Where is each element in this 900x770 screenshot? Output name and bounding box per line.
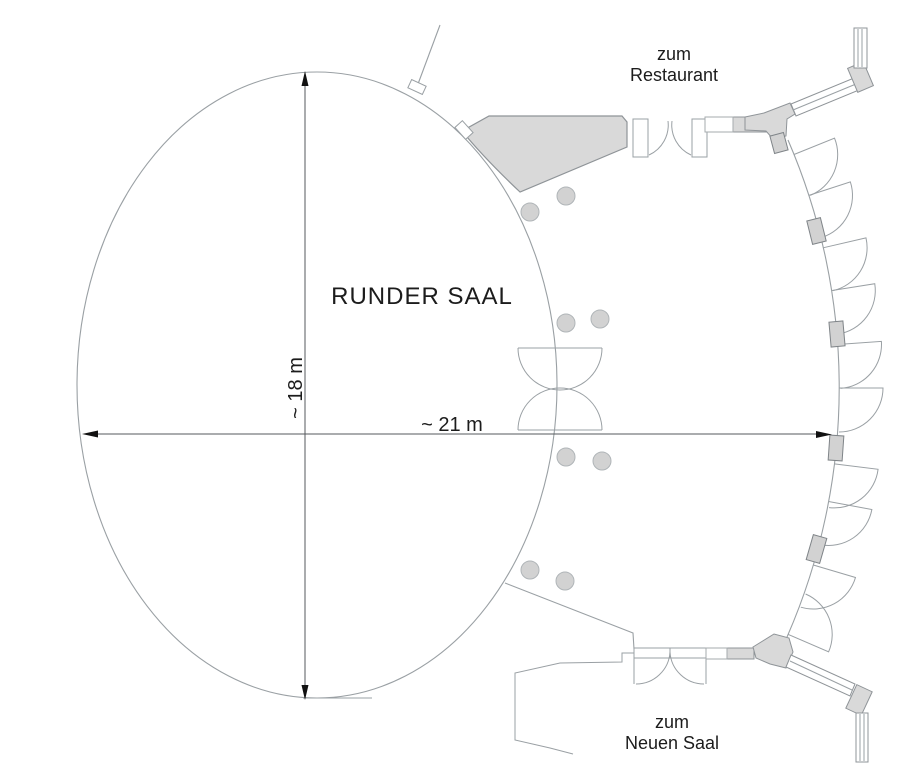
door-swing [831,283,876,335]
exit-restaurant-line1: zum [657,44,691,64]
door-swing [822,237,868,292]
arrow-left-icon [82,430,98,438]
center-swing-doors [517,347,603,431]
lower-right-wall [504,582,635,650]
upper-wall-wedge [454,115,628,193]
upper-spur-jamb [407,78,427,96]
arrow-right-icon [816,431,832,438]
dimension-horizontal [82,430,832,438]
door-swing [837,340,882,389]
right-curved-wall [786,139,840,638]
dim-height-label: ~ 18 m [285,357,307,419]
door-swing [828,463,879,509]
column [556,313,576,333]
arrow-down-icon [301,685,309,700]
column [520,202,540,222]
column [520,560,540,580]
exit-restaurant-line2: Restaurant [630,65,718,85]
column [555,571,575,591]
arrow-up-icon [301,71,309,86]
top-junction-wall [744,102,796,140]
column [556,447,576,467]
top-entrance-door [632,118,708,158]
column [592,451,612,471]
column [590,309,610,329]
bottom-corridor [705,633,873,763]
top-corridor [704,27,875,155]
hall-name-label: RUNDER SAAL [331,283,513,310]
column [556,186,576,206]
dim-width-label: ~ 21 m [421,414,483,436]
dimension-vertical [301,71,309,700]
right-wall-doors [788,137,884,653]
right-wall-piers [805,217,846,565]
door-swing [800,564,857,610]
exit-neuer-saal-line1: zum [655,712,689,732]
columns [520,186,612,591]
door-swing [788,593,833,653]
neuer-saal-outline [514,652,634,755]
bottom-junction-wall [752,633,794,669]
round-hall-wall [76,71,558,699]
door-swing [820,501,873,546]
hall-outline [76,24,635,699]
bottom-entrance-door [633,647,707,685]
exit-neuer-saal-line2: Neuen Saal [625,733,719,753]
door-swing [808,181,853,238]
upper-wall-spur [417,24,441,85]
door-swing [838,387,884,433]
door-swing [793,137,839,196]
